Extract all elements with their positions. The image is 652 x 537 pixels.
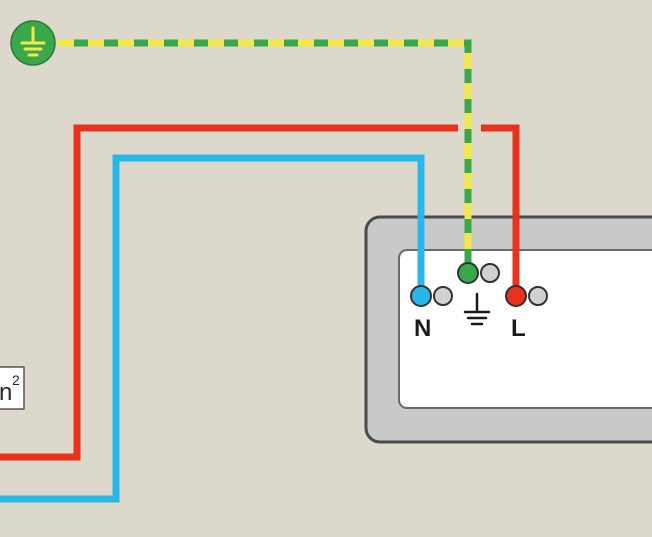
terminal-earth [457, 262, 500, 326]
earth-terminal-screw [457, 262, 479, 284]
neutral-wire [0, 154, 425, 503]
cable-size-label-box [0, 366, 25, 410]
neutral-spare-screw [433, 286, 453, 306]
accessory-box [364, 215, 652, 444]
earth-ground-icon [20, 26, 46, 57]
earth-terminal-symbol-icon [463, 292, 491, 326]
earth-wire-green [58, 39, 472, 271]
earth-badge [10, 20, 56, 66]
terminal-neutral: N [410, 285, 453, 342]
terminal-live: L [505, 285, 548, 342]
earth-spare-screw [480, 263, 500, 283]
neutral-terminal-screw [410, 285, 432, 307]
cable-size-label: n 2 [0, 366, 25, 410]
cable-size-label-text: n [0, 379, 12, 406]
live-wire-path [0, 124, 458, 461]
live-wire-path-end [481, 124, 520, 294]
live-wire [0, 124, 520, 461]
live-terminal-screw [505, 285, 527, 307]
earth-wire [58, 39, 472, 271]
live-terminal-label: L [511, 315, 526, 342]
box-inner-panel [398, 249, 652, 409]
neutral-terminal-label: N [414, 315, 431, 342]
live-spare-screw [528, 286, 548, 306]
cable-size-label-superscript: 2 [12, 372, 20, 388]
